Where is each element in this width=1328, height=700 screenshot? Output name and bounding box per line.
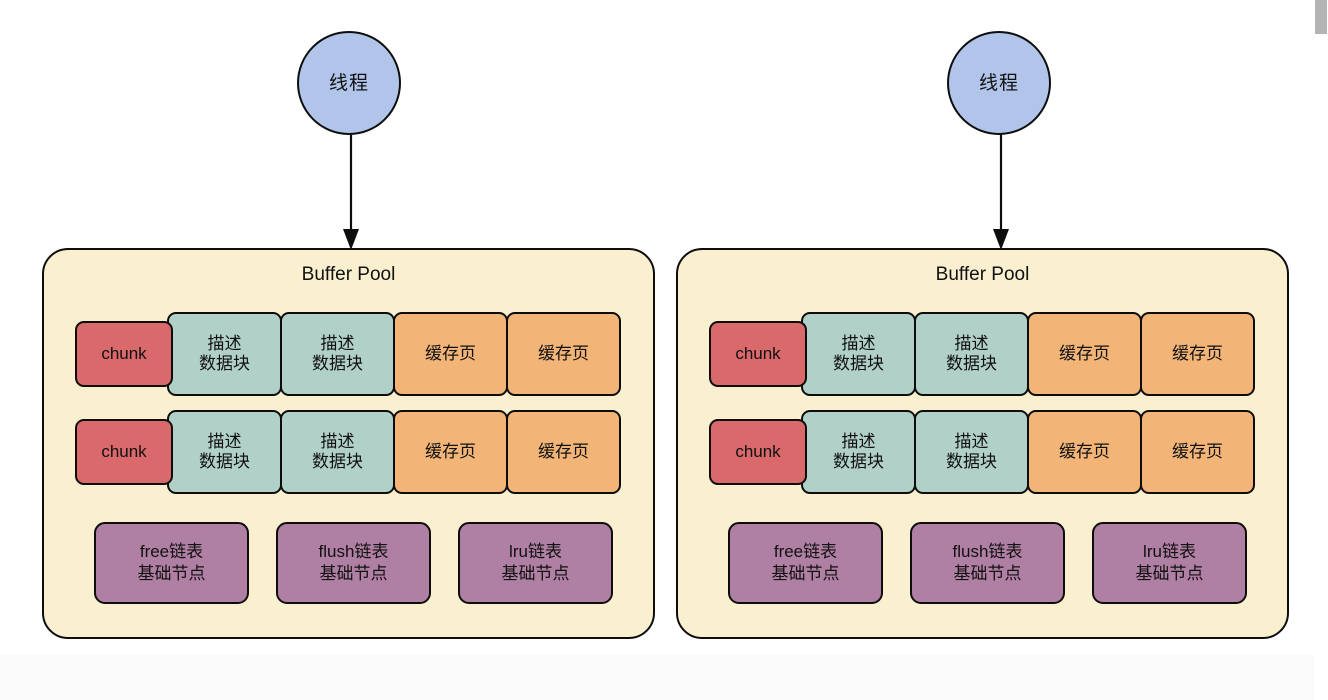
linked-list-row: free链表 基础节点 flush链表 基础节点 lru链表 基础节点 (94, 522, 613, 604)
arrow-right-thread-to-pool (993, 133, 1009, 250)
cache-page-cell: 缓存页 (1140, 410, 1255, 494)
descriptor-block-cell: 描述 数据块 (801, 312, 916, 396)
chunk-cell: chunk (709, 321, 807, 387)
cache-page-cell: 缓存页 (506, 312, 621, 396)
cache-page-cell: 缓存页 (393, 410, 508, 494)
chunk-cell: chunk (709, 419, 807, 485)
lru-list-node-box: lru链表 基础节点 (458, 522, 613, 604)
buffer-pool-title: Buffer Pool (301, 264, 396, 285)
chunk-cell: chunk (75, 419, 173, 485)
thread-node-right: 线程 (947, 31, 1051, 135)
thread-label: 线程 (328, 72, 369, 94)
arrow-left-thread-to-pool (343, 133, 359, 250)
thread-node-left: 线程 (297, 31, 401, 135)
flush-list-node-box: flush链表 基础节点 (910, 522, 1065, 604)
buffer-pool-right: Buffer Pool chunk 描述 数据块 描述 数据块 缓存页 缓存页 … (676, 248, 1289, 639)
chunk-row-2: chunk 描述 数据块 描述 数据块 缓存页 缓存页 (75, 410, 621, 494)
descriptor-block-cell: 描述 数据块 (280, 410, 395, 494)
cache-page-cell: 缓存页 (393, 312, 508, 396)
descriptor-block-cell: 描述 数据块 (914, 312, 1029, 396)
chunk-cell: chunk (75, 321, 173, 387)
linked-list-row: free链表 基础节点 flush链表 基础节点 lru链表 基础节点 (728, 522, 1247, 604)
cache-page-cell: 缓存页 (1027, 410, 1142, 494)
buffer-pool-left: Buffer Pool chunk 描述 数据块 描述 数据块 缓存页 缓存页 … (42, 248, 655, 639)
cache-page-cell: 缓存页 (1027, 312, 1142, 396)
cache-page-cell: 缓存页 (1140, 312, 1255, 396)
descriptor-block-cell: 描述 数据块 (914, 410, 1029, 494)
page-bottom-band (0, 655, 1328, 700)
descriptor-block-cell: 描述 数据块 (801, 410, 916, 494)
descriptor-block-cell: 描述 数据块 (167, 312, 282, 396)
free-list-node-box: free链表 基础节点 (94, 522, 249, 604)
thread-label: 线程 (978, 72, 1019, 94)
scrollbar-thumb[interactable] (1315, 0, 1327, 34)
buffer-pool-title: Buffer Pool (935, 264, 1030, 285)
vertical-scrollbar[interactable] (1314, 0, 1328, 700)
cache-page-cell: 缓存页 (506, 410, 621, 494)
descriptor-block-cell: 描述 数据块 (280, 312, 395, 396)
chunk-row-1: chunk 描述 数据块 描述 数据块 缓存页 缓存页 (75, 312, 621, 396)
chunk-row-2: chunk 描述 数据块 描述 数据块 缓存页 缓存页 (709, 410, 1255, 494)
flush-list-node-box: flush链表 基础节点 (276, 522, 431, 604)
chunk-row-1: chunk 描述 数据块 描述 数据块 缓存页 缓存页 (709, 312, 1255, 396)
free-list-node-box: free链表 基础节点 (728, 522, 883, 604)
lru-list-node-box: lru链表 基础节点 (1092, 522, 1247, 604)
descriptor-block-cell: 描述 数据块 (167, 410, 282, 494)
